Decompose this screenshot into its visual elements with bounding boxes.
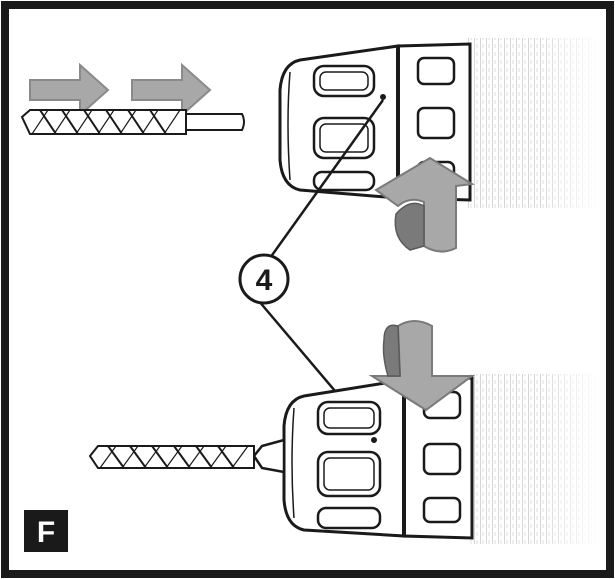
drill-bit-top: [20, 109, 245, 135]
push-right-arrow-icon: [131, 62, 212, 118]
drill-bit-bottom: [88, 445, 255, 469]
chuck-bottom: [252, 374, 600, 544]
counterclockwise-rotate-arrow-icon: [374, 156, 475, 253]
push-right-arrow-icon: [29, 62, 110, 118]
callout-4: 4: [238, 99, 385, 438]
panel-label-text: F: [37, 516, 55, 549]
push-arrows-group: [29, 62, 212, 118]
panel-label: F: [24, 510, 68, 552]
callout-number: 4: [256, 264, 273, 297]
clockwise-rotate-arrow-icon: [368, 320, 476, 412]
